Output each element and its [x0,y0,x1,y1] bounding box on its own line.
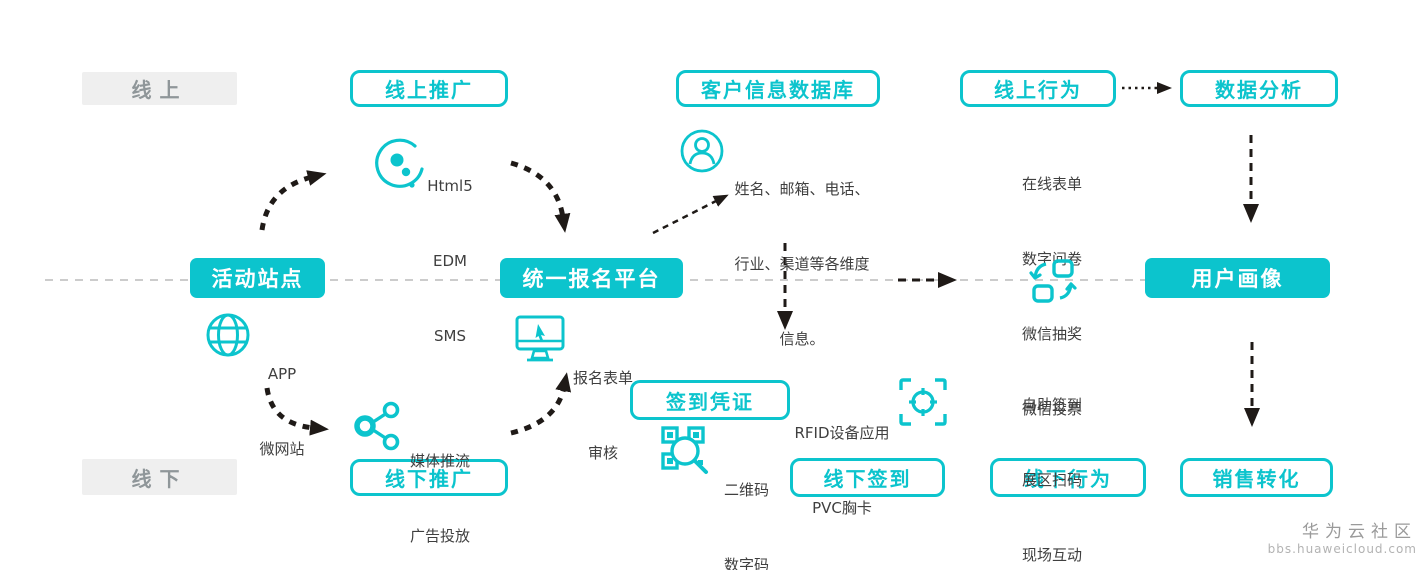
node-user-profile: 用户画像 [1145,258,1330,298]
offline-behavior-items: 自助签到 展区扫码 现场互动 人流分布 [1022,396,1083,564]
rfid-items: RFID设备应用 PVC胸卡 身份手环 [794,424,890,517]
registration-items: 报名表单 审核 [572,369,633,462]
checkin-code-items: 二维码 数字码 [724,481,770,570]
lane-label-offline: 线下 [82,459,237,495]
watermark-url: bbs.huaweicloud.com [1267,542,1417,556]
watermark-title: 华为云社区 [1302,522,1417,542]
monitor-cursor-icon [515,315,565,362]
online-behavior-items: 在线表单 数字问卷 微信抽奖 微信投票 [1022,175,1083,418]
scan-target-icon [899,378,947,426]
node-offline-behavior: 线下行为 [990,458,1146,497]
customer-db-description: 姓名、邮箱、电话、 行业、渠道等各维度 信息。 [734,180,870,348]
online-promo-channels: Html5 EDM SMS [427,177,473,345]
sync-exchange-icon [1029,259,1077,303]
node-activity-site: 活动站点 [190,258,325,298]
arrow-online-promo-to-platform [510,160,571,233]
watermark: 华为云社区 bbs.huaweicloud.com [1268,517,1417,556]
node-online-behavior: 线上行为 [960,70,1116,107]
node-online-promo: 线上推广 [350,70,508,107]
activity-site-channels: APP 微网站 [259,365,305,458]
share-network-icon [354,401,400,451]
lane-label-online: 线上 [82,72,237,105]
node-customer-db: 客户信息数据库 [676,70,880,107]
node-offline-promo: 线下推广 [350,459,508,496]
arrow-platform-to-customer-db [652,194,729,235]
person-icon [680,129,724,173]
node-sales-conversion: 销售转化 [1180,458,1333,497]
node-offline-checkin: 线下签到 [790,458,945,497]
node-data-analysis: 数据分析 [1180,70,1338,107]
node-checkin-credential: 签到凭证 [630,380,790,420]
radar-dots-icon [375,138,424,188]
offline-promo-channels: 媒体推流 广告投放 [410,452,471,545]
arrow-up-to-online-promo [259,170,327,231]
arrow-down-to-offline-promo [264,387,329,436]
qrcode-magnifier-icon [661,426,708,474]
globe-icon [206,313,250,357]
node-registration-platform: 统一报名平台 [500,258,683,298]
